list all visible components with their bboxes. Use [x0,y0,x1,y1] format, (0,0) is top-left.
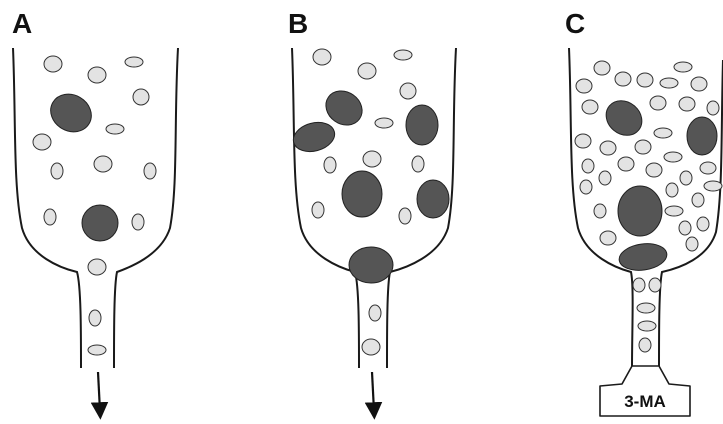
down-arrow-icon [98,372,100,411]
large-cell [342,171,382,217]
small-cell [582,159,594,173]
small-cell [639,338,651,352]
small-cell [394,50,412,60]
panel-a: A [12,8,178,411]
large-cell [599,94,649,143]
small-cell [679,97,695,111]
large-cells [290,84,449,283]
small-cell [599,171,611,185]
small-cell [692,193,704,207]
small-cell [700,162,716,174]
small-cell [89,310,101,326]
small-cell [618,157,634,171]
small-cell [363,151,381,167]
inhibitor-label: 3-MA [624,392,666,411]
small-cell [680,171,692,185]
small-cell [707,101,719,115]
small-cell [697,217,709,231]
small-cell [660,78,678,88]
large-cell [617,241,668,273]
small-cell [580,180,592,194]
small-cell [654,128,672,138]
panel-b: B [288,8,456,411]
large-cells [599,94,717,274]
small-cell [133,89,149,105]
large-cell [349,247,393,283]
large-cell [618,186,662,236]
small-cell [412,156,424,172]
small-cell [125,57,143,67]
small-cell [637,73,653,87]
small-cell [686,237,698,251]
small-cell [594,61,610,75]
small-cell [679,221,691,235]
small-cell [94,156,112,172]
small-cell [615,72,631,86]
small-cell [324,157,336,173]
small-cell [650,96,666,110]
panel-label-c: C [565,8,585,39]
inhibitor-box: 3-MA [600,366,690,416]
small-cell [666,183,678,197]
small-cell [51,163,63,179]
large-cell [687,117,717,155]
small-cell [635,140,651,154]
panel-label-b: B [288,8,308,39]
small-cell [358,63,376,79]
small-cell [132,214,144,230]
small-cell [637,303,655,313]
small-cell [646,163,662,177]
large-cell [290,118,338,156]
small-cell [375,118,393,128]
small-cell [144,163,156,179]
large-cell [44,87,98,139]
small-cell [674,62,692,72]
small-cell [576,79,592,93]
large-cell [417,180,449,218]
small-cell [638,321,656,331]
small-cell [44,209,56,225]
small-cell [313,49,331,65]
large-cell [82,205,118,241]
small-cell [704,181,722,191]
panel-label-a: A [12,8,32,39]
small-cell [691,77,707,91]
down-arrow-icon [372,372,374,411]
small-cell [362,339,380,355]
small-cell [633,278,645,292]
small-cell [400,83,416,99]
small-cell [88,345,106,355]
small-cell [106,124,124,134]
small-cell [582,100,598,114]
small-cell [600,231,616,245]
panel-c: C [565,8,723,416]
large-cell [406,105,438,145]
small-cell [369,305,381,321]
small-cell [664,152,682,162]
small-cell [600,141,616,155]
small-cell [575,134,591,148]
small-cell [594,204,606,218]
small-cell [312,202,324,218]
small-cell [399,208,411,224]
small-cell [665,206,683,216]
small-cell [88,67,106,83]
small-cell [649,278,661,292]
small-cell [33,134,51,150]
small-cell [88,259,106,275]
small-cell [44,56,62,72]
